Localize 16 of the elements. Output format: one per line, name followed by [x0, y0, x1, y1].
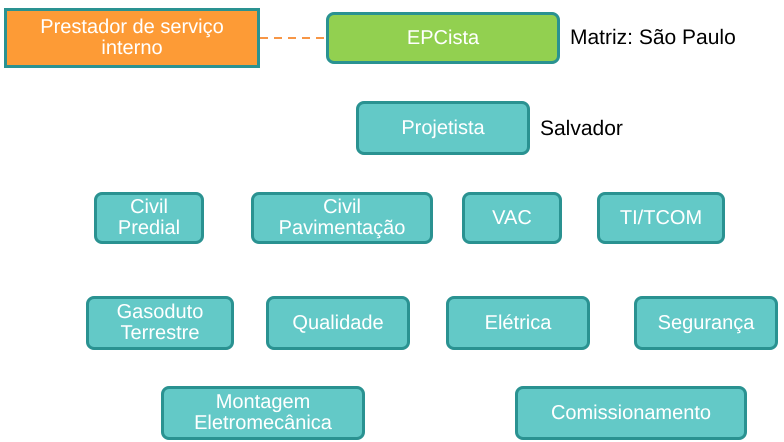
org-box: TI/TCOM — [597, 192, 725, 244]
org-box: Elétrica — [446, 296, 590, 350]
org-box: EPCista — [326, 12, 560, 64]
org-box: Qualidade — [266, 296, 410, 350]
org-box: Civil Predial — [94, 192, 204, 244]
org-box: Montagem Eletromecânica — [161, 386, 365, 440]
dashed-connector — [260, 37, 326, 39]
service-provider-box: Prestador de serviço interno — [4, 8, 260, 68]
org-box: Comissionamento — [515, 386, 747, 440]
org-box: Projetista — [356, 101, 530, 155]
org-box: VAC — [462, 192, 562, 244]
location-label: Salvador — [540, 117, 623, 141]
org-box: Segurança — [634, 296, 778, 350]
org-box: Civil Pavimentação — [251, 192, 433, 244]
org-box: Gasoduto Terrestre — [86, 296, 234, 350]
location-label: Matriz: São Paulo — [570, 26, 736, 50]
